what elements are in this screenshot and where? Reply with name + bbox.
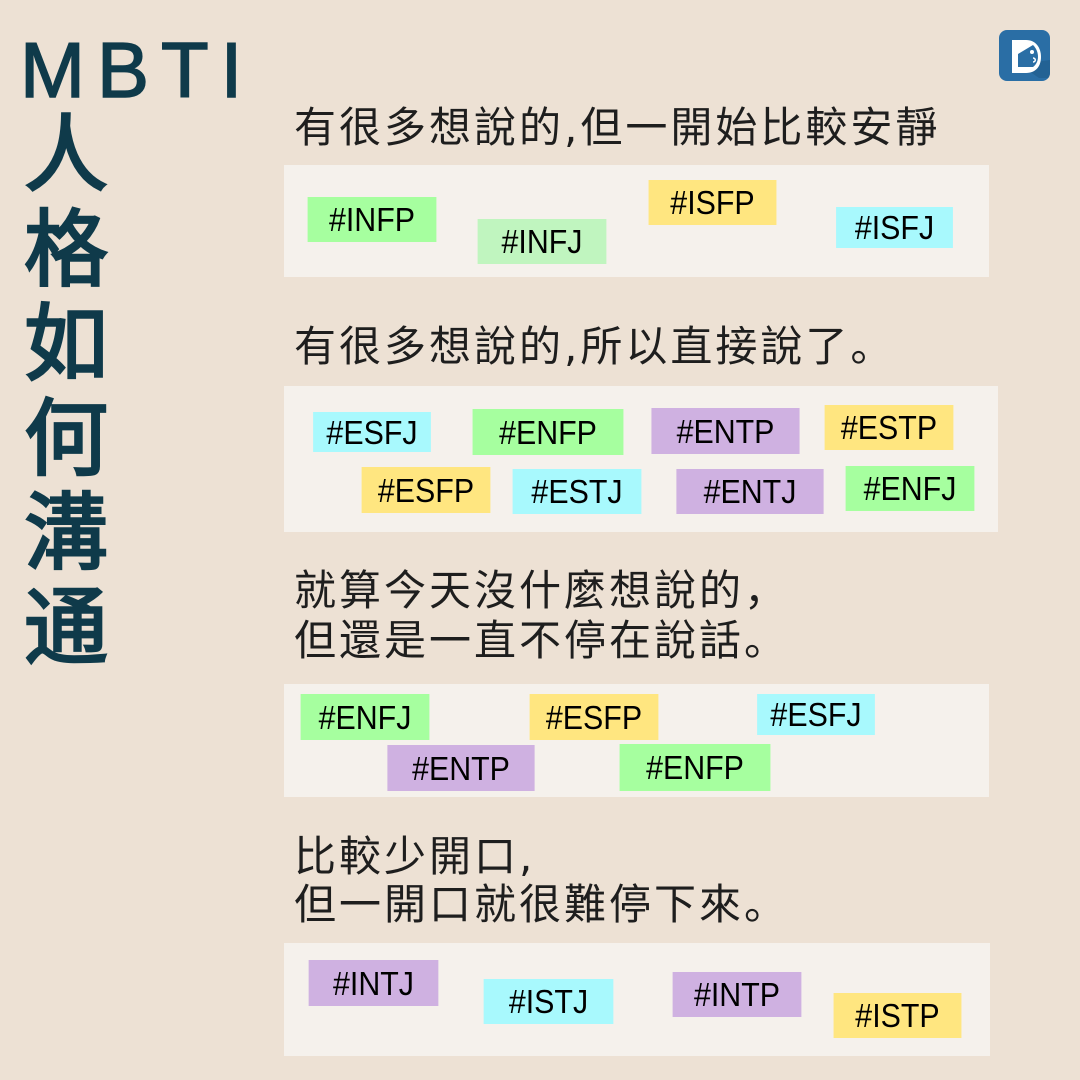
section-3-heading-line-1: 就算今天沒什麼想說的， xyxy=(294,566,790,615)
title-char: 如 xyxy=(23,295,108,393)
section-1-heading: 有很多想說的,但一開始比較安靜 xyxy=(294,103,941,152)
title-char: 格 xyxy=(23,200,108,299)
tag-isfp: #ISFP xyxy=(648,180,777,225)
tag-estp: #ESTP xyxy=(824,405,954,450)
tag-infp: #INFP xyxy=(307,197,437,242)
section-2-heading: 有很多想說的,所以直接說了。 xyxy=(294,322,896,371)
tag-esfj: #ESFJ xyxy=(313,412,431,452)
tag-infj: #INFJ xyxy=(477,219,607,264)
dcard-logo-icon xyxy=(999,30,1050,81)
tag-entp: #ENTP xyxy=(651,408,800,454)
tag-isfj: #ISFJ xyxy=(836,207,953,248)
title-char: 何 xyxy=(23,389,108,488)
tag-enfp: #ENFP xyxy=(619,744,771,791)
title-char: 人 xyxy=(23,106,108,204)
tag-entp: #ENTP xyxy=(387,745,535,791)
tag-esfp: #ESFP xyxy=(529,694,659,740)
section-3-heading-line-2: 但還是一直不停在說話。 xyxy=(294,616,790,665)
title-mbti: MBTI xyxy=(19,26,255,114)
tag-intp: #INTP xyxy=(672,972,802,1017)
section-4-heading-line-1: 比較少開口, xyxy=(294,832,536,881)
title-char: 溝 xyxy=(23,484,108,582)
title-char: 通 xyxy=(23,578,108,677)
tag-entj: #ENTJ xyxy=(676,469,824,514)
section-4-heading-line-2: 但一開口就很難停下來。 xyxy=(294,880,790,929)
tag-intj: #INTJ xyxy=(308,960,439,1006)
tag-estj: #ESTJ xyxy=(512,469,642,514)
tag-enfj: #ENFJ xyxy=(845,466,975,511)
tag-enfp: #ENFP xyxy=(472,409,624,455)
tag-istj: #ISTJ xyxy=(483,979,614,1024)
title-chinese-vertical: 人 格 如 何 溝 通 xyxy=(18,108,114,675)
tag-enfj: #ENFJ xyxy=(300,694,430,740)
tag-istp: #ISTP xyxy=(833,993,962,1038)
tag-esfj: #ESFJ xyxy=(757,694,875,735)
tag-esfp: #ESFP xyxy=(361,467,491,513)
